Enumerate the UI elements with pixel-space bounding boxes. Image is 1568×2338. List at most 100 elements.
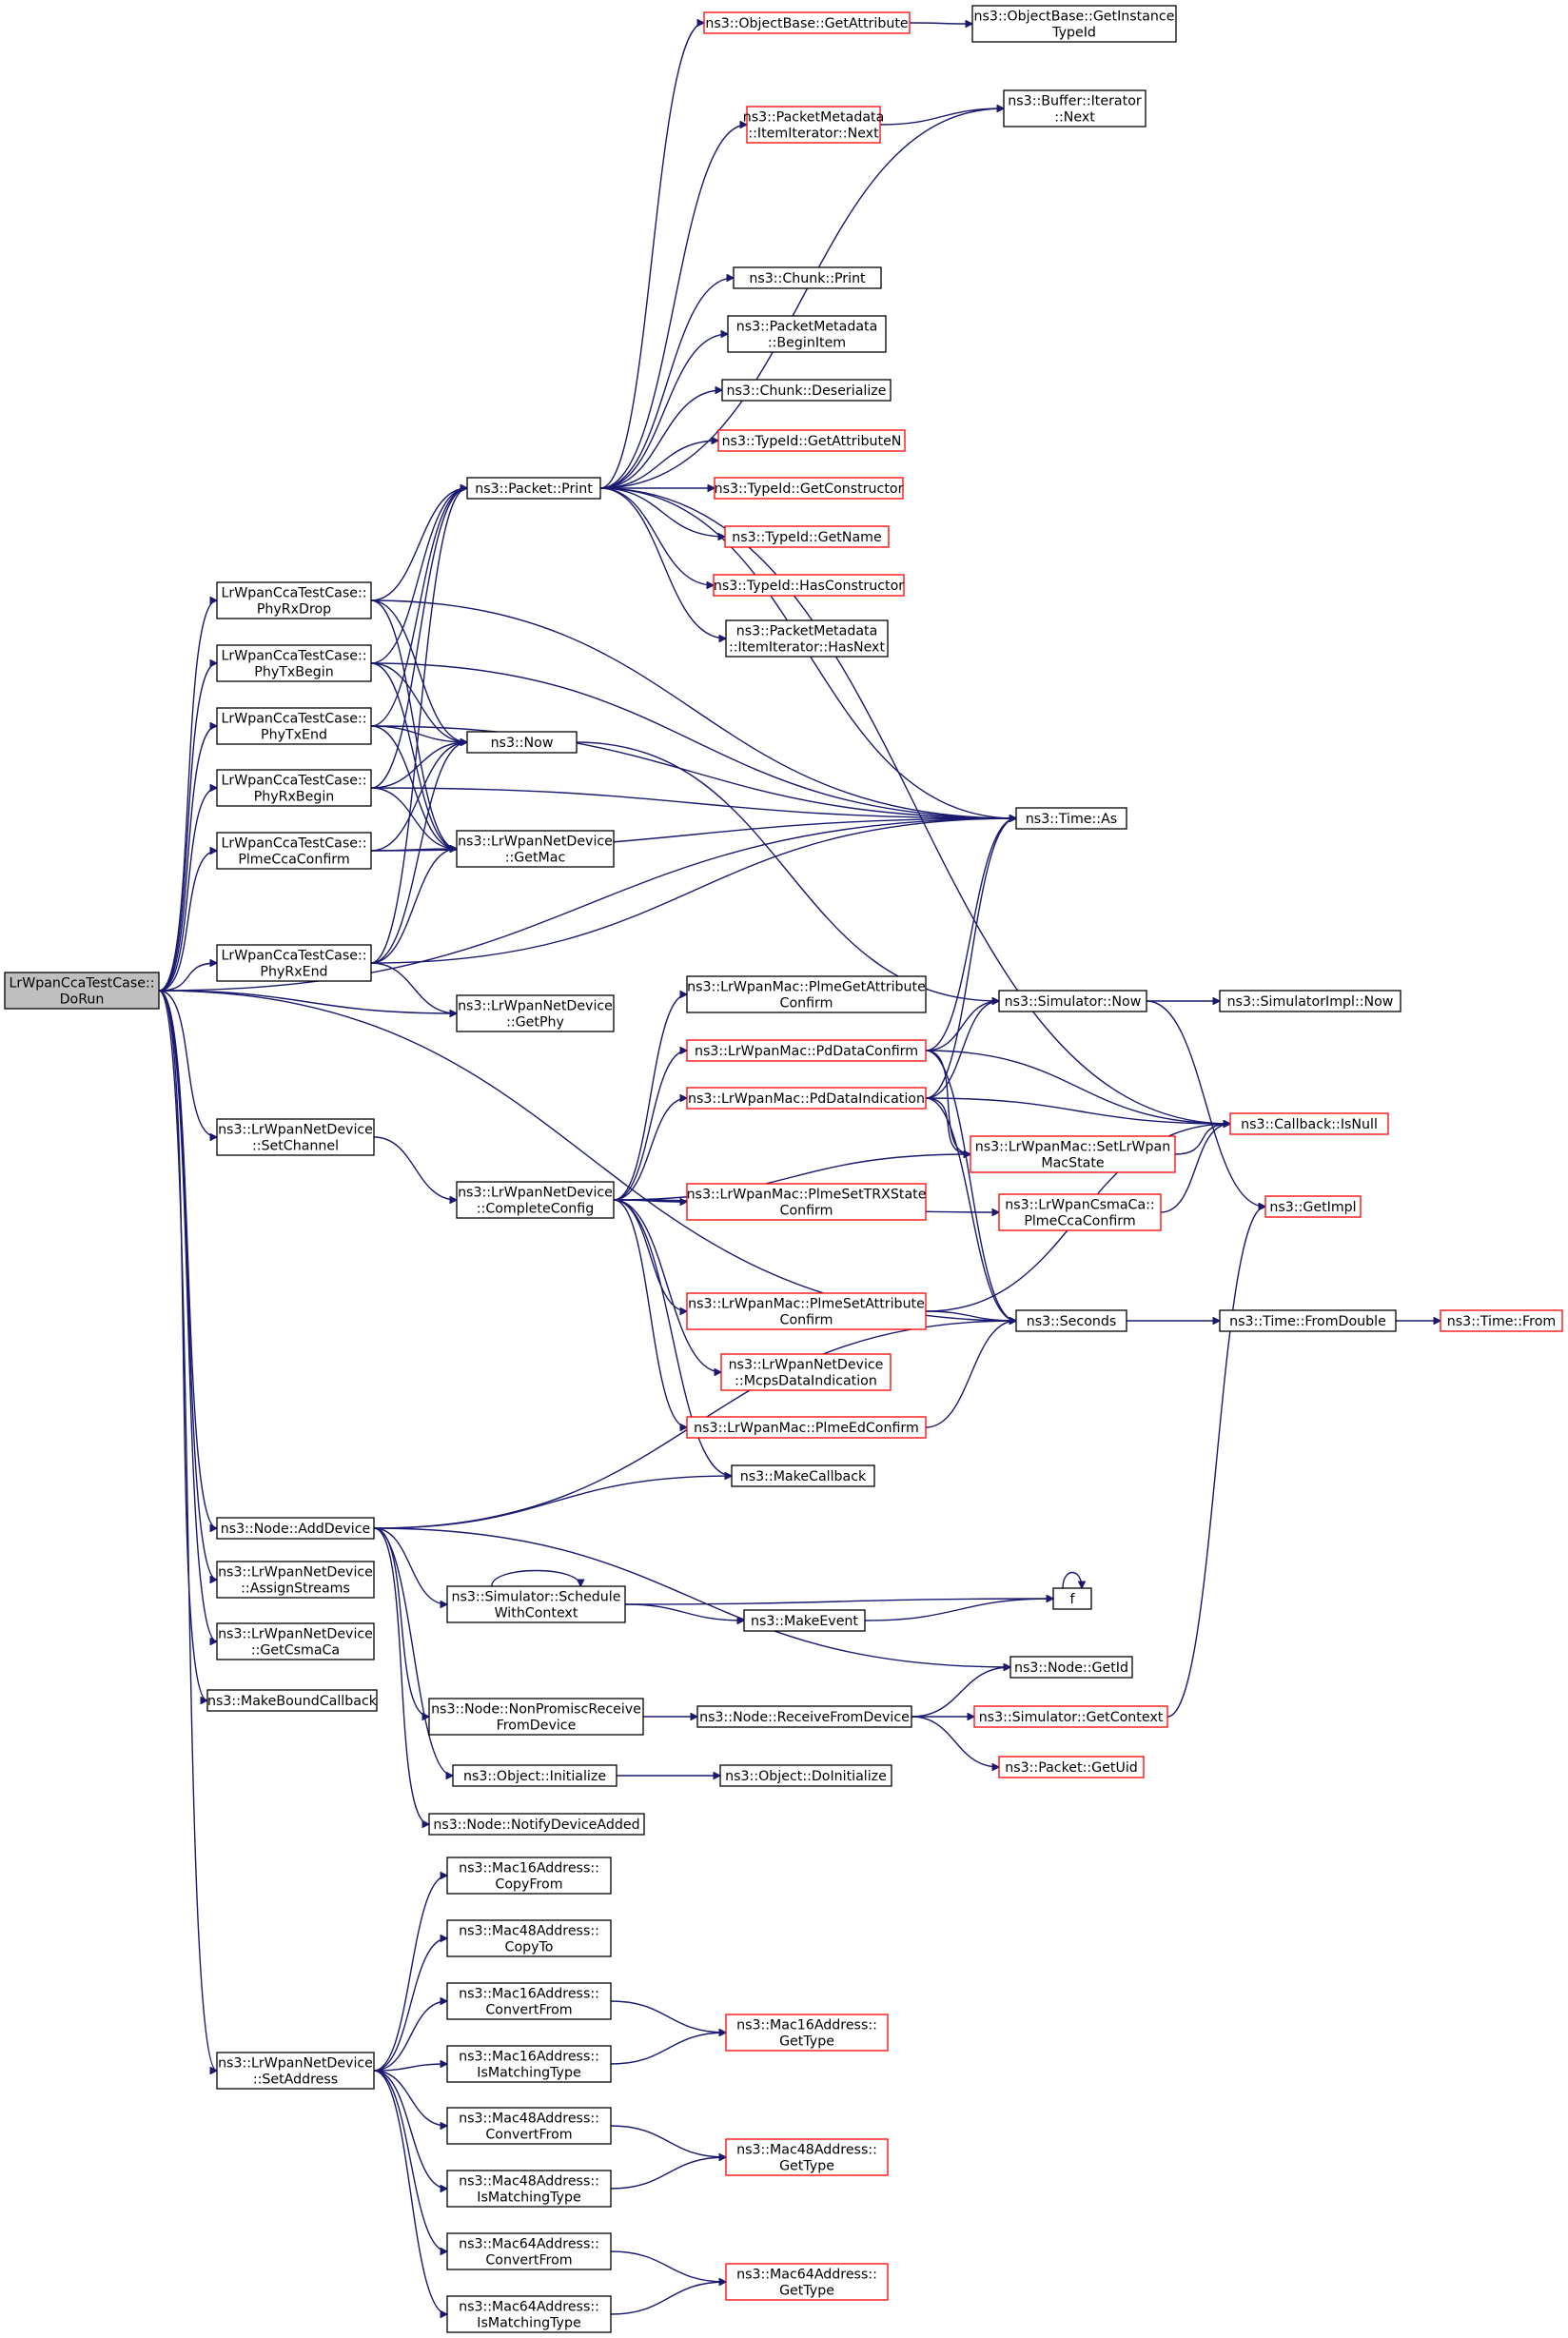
- node-pm-begin-item[interactable]: ns3::PacketMetadata::BeginItem: [727, 315, 887, 353]
- node-label: ns3::Mac16Address::: [736, 2018, 877, 2033]
- node-object-do-initialize[interactable]: ns3::Object::DoInitialize: [719, 1764, 892, 1787]
- node-type-id-has-constructor[interactable]: ns3::TypeId::HasConstructor: [713, 574, 905, 597]
- node-object-initialize[interactable]: ns3::Object::Initialize: [452, 1764, 617, 1787]
- node-label: ns3::MakeCallback: [740, 1469, 867, 1484]
- node-box: [719, 1764, 892, 1787]
- node-type-id-get-constructor[interactable]: ns3::TypeId::GetConstructor: [714, 477, 904, 500]
- node-box: [466, 477, 601, 500]
- node-mac16-convert-from[interactable]: ns3::Mac16Address::ConvertFrom: [446, 1982, 612, 2020]
- node-mac16-copy-from[interactable]: ns3::Mac16Address::CopyFrom: [446, 1857, 612, 1895]
- node-sim-get-context[interactable]: ns3::Simulator::GetContext: [973, 1705, 1168, 1728]
- node-mac16-get-type[interactable]: ns3::Mac16Address::GetType: [725, 2014, 889, 2052]
- node-pd-data-indication[interactable]: ns3::LrWpanMac::PdDataIndication: [686, 1087, 927, 1110]
- node-label: Confirm: [780, 1313, 833, 1328]
- node-plme-ed-confirm[interactable]: ns3::LrWpanMac::PlmeEdConfirm: [686, 1416, 927, 1439]
- node-ns3-now[interactable]: ns3::Now: [466, 731, 578, 754]
- node-mac16-is-matching-type[interactable]: ns3::Mac16Address::IsMatchingType: [446, 2045, 612, 2083]
- edge-mac48-convert-from-to-mac48-get-type: [610, 2125, 726, 2157]
- node-fn-f[interactable]: f: [1052, 1587, 1092, 1610]
- node-label: ns3::Now: [491, 736, 554, 751]
- node-make-callback[interactable]: ns3::MakeCallback: [731, 1464, 875, 1487]
- edge-do-run-to-phy-rx-drop: [158, 600, 217, 992]
- node-box: [216, 944, 372, 982]
- node-do-run[interactable]: LrWpanCcaTestCase::DoRun: [4, 972, 160, 1010]
- node-set-address[interactable]: ns3::LrWpanNetDevice::SetAddress: [216, 2052, 375, 2090]
- node-add-device[interactable]: ns3::Node::AddDevice: [216, 1517, 375, 1540]
- node-pd-data-confirm[interactable]: ns3::LrWpanMac::PdDataConfirm: [686, 1039, 927, 1062]
- edge-set-address-to-mac48-copy-to: [373, 1938, 447, 2072]
- node-type-id-get-attribute-n[interactable]: ns3::TypeId::GetAttributeN: [717, 429, 906, 452]
- edge-phy-rx-begin-to-time-as: [370, 787, 1016, 818]
- node-simulator-now[interactable]: ns3::Simulator::Now: [998, 990, 1147, 1012]
- node-box: [216, 707, 372, 745]
- node-box: [713, 574, 905, 597]
- node-box: [1219, 1309, 1397, 1332]
- node-chunk-deserialize[interactable]: ns3::Chunk::Deserialize: [721, 379, 892, 402]
- node-mac48-copy-to[interactable]: ns3::Mac48Address::CopyTo: [446, 1919, 612, 1957]
- edge-add-device-to-node-get-id: [373, 1527, 1010, 1667]
- edge-mac16-convert-from-to-mac16-get-type: [610, 2000, 726, 2033]
- edge-phy-rx-end-to-get-mac: [370, 849, 457, 964]
- node-csma-plme-cca-confirm[interactable]: ns3::LrWpanCsmaCa::PlmeCcaConfirm: [998, 1193, 1162, 1231]
- node-time-as[interactable]: ns3::Time::As: [1015, 807, 1127, 830]
- node-mac64-is-matching-type[interactable]: ns3::Mac64Address::IsMatchingType: [446, 2295, 612, 2333]
- node-make-event[interactable]: ns3::MakeEvent: [743, 1609, 866, 1632]
- node-label: Confirm: [780, 1204, 833, 1219]
- node-time-from-double[interactable]: ns3::Time::FromDouble: [1219, 1309, 1397, 1332]
- node-plme-cca-confirm[interactable]: LrWpanCcaTestCase::PlmeCcaConfirm: [216, 832, 372, 870]
- node-buf-iter-next[interactable]: ns3::Buffer::Iterator::Next: [1003, 89, 1147, 128]
- node-receive-from-device[interactable]: ns3::Node::ReceiveFromDevice: [696, 1705, 912, 1728]
- node-label: ::McpsDataIndication: [735, 1374, 877, 1389]
- node-phy-rx-drop[interactable]: LrWpanCcaTestCase::PhyRxDrop: [216, 581, 372, 619]
- node-label: ns3::TypeId::GetConstructor: [715, 481, 904, 497]
- node-complete-config[interactable]: ns3::LrWpanNetDevice::CompleteConfig: [456, 1181, 615, 1219]
- node-phy-rx-end[interactable]: LrWpanCcaTestCase::PhyRxEnd: [216, 944, 372, 982]
- node-mac48-is-matching-type[interactable]: ns3::Mac48Address::IsMatchingType: [446, 2170, 612, 2208]
- node-ns3-seconds[interactable]: ns3::Seconds: [1015, 1309, 1127, 1332]
- node-label: ns3::Time::As: [1026, 812, 1117, 827]
- node-assign-streams[interactable]: ns3::LrWpanNetDevice::AssignStreams: [216, 1561, 375, 1599]
- edge-add-device-to-make-callback: [373, 1476, 732, 1529]
- node-get-impl[interactable]: ns3::GetImpl: [1264, 1195, 1362, 1218]
- node-label: ns3::PacketMetadata: [743, 110, 885, 126]
- node-phy-tx-end[interactable]: LrWpanCcaTestCase::PhyTxEnd: [216, 707, 372, 745]
- node-get-csma-ca[interactable]: ns3::LrWpanNetDevice::GetCsmaCa: [216, 1622, 375, 1660]
- node-type-id-get-name[interactable]: ns3::TypeId::GetName: [724, 525, 890, 548]
- node-chunk-print[interactable]: ns3::Chunk::Print: [733, 266, 882, 289]
- node-phy-rx-begin[interactable]: LrWpanCcaTestCase::PhyRxBegin: [216, 769, 372, 807]
- node-make-bound-callback[interactable]: ns3::MakeBoundCallback: [206, 1689, 378, 1712]
- node-get-mac[interactable]: ns3::LrWpanNetDevice::GetMac: [456, 830, 615, 868]
- edge-pd-data-confirm-to-set-lr-wpan-mac-state: [925, 1050, 970, 1154]
- node-get-phy[interactable]: ns3::LrWpanNetDevice::GetPhy: [456, 994, 615, 1032]
- node-box: [446, 1919, 612, 1957]
- node-callback-is-null[interactable]: ns3::Callback::IsNull: [1229, 1112, 1389, 1135]
- node-mac64-convert-from[interactable]: ns3::Mac64Address::ConvertFrom: [446, 2232, 612, 2270]
- node-notify-device-added[interactable]: ns3::Node::NotifyDeviceAdded: [428, 1813, 645, 1836]
- node-obj-get-attribute[interactable]: ns3::ObjectBase::GetAttribute: [703, 11, 911, 34]
- node-pm-item-has-next[interactable]: ns3::PacketMetadata::ItemIterator::HasNe…: [725, 619, 889, 658]
- node-pm-item-next[interactable]: ns3::PacketMetadata::ItemIterator::Next: [743, 106, 885, 144]
- node-node-get-id[interactable]: ns3::Node::GetId: [1009, 1656, 1133, 1679]
- node-label: ns3::MakeEvent: [751, 1614, 858, 1629]
- node-label: ns3::PacketMetadata: [736, 624, 878, 639]
- node-box: [971, 5, 1177, 43]
- node-box: [686, 1183, 927, 1221]
- node-mcps-data-indication[interactable]: ns3::LrWpanNetDevice::McpsDataIndication: [720, 1353, 892, 1391]
- node-time-from[interactable]: ns3::Time::From: [1440, 1309, 1563, 1332]
- node-set-channel[interactable]: ns3::LrWpanNetDevice::SetChannel: [216, 1118, 375, 1156]
- edge-set-address-to-mac64-convert-from: [373, 2070, 447, 2251]
- node-mac48-convert-from[interactable]: ns3::Mac48Address::ConvertFrom: [446, 2107, 612, 2145]
- node-sim-impl-now[interactable]: ns3::SimulatorImpl::Now: [1219, 990, 1401, 1012]
- node-packet-print[interactable]: ns3::Packet::Print: [466, 477, 601, 500]
- node-mac64-get-type[interactable]: ns3::Mac64Address::GetType: [725, 2263, 889, 2301]
- node-phy-tx-begin[interactable]: LrWpanCcaTestCase::PhyTxBegin: [216, 644, 372, 682]
- node-mac48-get-type[interactable]: ns3::Mac48Address::GetType: [725, 2138, 889, 2176]
- node-packet-get-uid[interactable]: ns3::Packet::GetUid: [998, 1756, 1145, 1778]
